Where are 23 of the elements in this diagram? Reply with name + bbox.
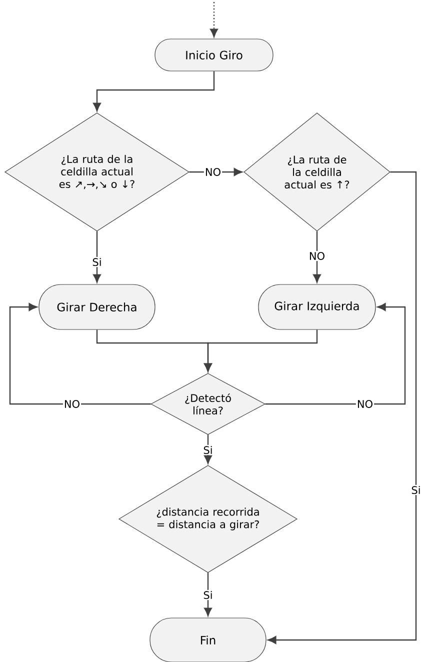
arrow bbox=[204, 330, 318, 372]
edge-label: NO bbox=[62, 399, 82, 409]
edge-label: Si bbox=[91, 256, 103, 268]
edge-label: NO bbox=[204, 167, 222, 177]
edge-label: NO bbox=[356, 399, 374, 409]
arrow bbox=[265, 303, 406, 405]
terminal-box: Fin bbox=[150, 618, 266, 662]
process-box: Girar Derecha bbox=[38, 284, 156, 330]
arrow bbox=[210, 2, 218, 38]
process-box: Girar Izquierda bbox=[258, 284, 376, 330]
edge-label: Si bbox=[410, 484, 422, 496]
arrow bbox=[268, 171, 417, 644]
arrow bbox=[93, 231, 101, 283]
edge-label: Si bbox=[202, 590, 214, 600]
arrow bbox=[204, 434, 212, 464]
arrow bbox=[93, 71, 215, 112]
arrow bbox=[204, 572, 212, 616]
edge-label: NO bbox=[308, 251, 326, 261]
edge-label: Si bbox=[202, 444, 214, 456]
terminal-box: Inicio Giro bbox=[154, 38, 274, 72]
arrow bbox=[9, 303, 151, 405]
arrow bbox=[189, 168, 242, 176]
arrow bbox=[313, 231, 321, 283]
